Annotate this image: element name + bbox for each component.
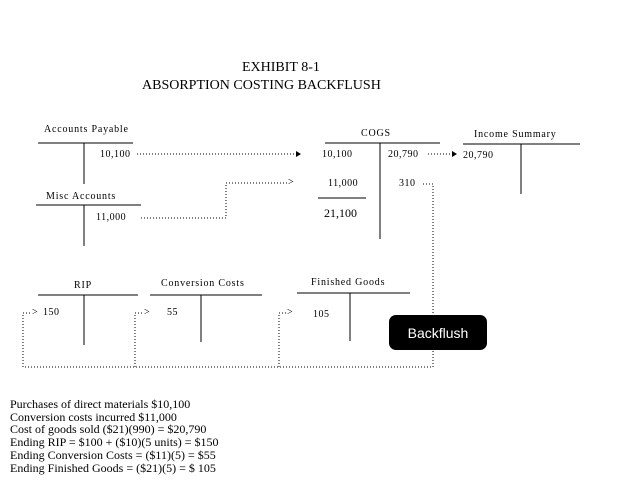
- cogs-debit-2: 11,000: [328, 178, 359, 189]
- note-line: Ending RIP = $100 + ($10)(5 units) = $15…: [10, 435, 219, 449]
- misc-accounts-credit: 11,000: [96, 212, 127, 223]
- finished-goods-debit: 105: [313, 309, 330, 320]
- rip-debit: 150: [43, 307, 60, 318]
- misc-accounts-label: Misc Accounts: [46, 191, 117, 202]
- accounts-payable-label: Accounts Payable: [44, 124, 129, 135]
- arrowhead-conversion-costs: >: [144, 307, 151, 318]
- arrowhead-rip: >: [32, 307, 39, 318]
- arrowhead-finished-goods: >: [287, 307, 294, 318]
- exhibit-title: ABSORPTION COSTING BACKFLUSH: [142, 78, 381, 93]
- arrowhead-income-summary: [452, 151, 457, 157]
- note-line: Purchases of direct materials $10,100: [10, 397, 191, 411]
- backflush-button[interactable]: Backflush: [389, 315, 487, 350]
- cogs-debit-1: 10,100: [322, 149, 353, 160]
- flow-backflush-to-finished-goods: [278, 312, 287, 367]
- flow-misc-to-cogs: [141, 182, 288, 219]
- rip-label: RIP: [74, 280, 92, 291]
- conversion-costs-label: Conversion Costs: [161, 278, 245, 289]
- flow-backflush-to-conversion: [134, 312, 144, 367]
- income-summary-label: Income Summary: [474, 129, 557, 140]
- arrowhead-misc-to-cogs: >: [288, 177, 295, 188]
- cogs-debit-total: 21,100: [324, 206, 357, 220]
- note-line: Ending Finished Goods = ($21)(5) = $ 105: [10, 461, 216, 475]
- note-line: Ending Conversion Costs = ($11)(5) = $55: [10, 448, 216, 462]
- exhibit-number: EXHIBIT 8-1: [242, 60, 320, 75]
- cogs-label: COGS: [361, 128, 391, 139]
- arrowhead-cogs: [296, 151, 301, 157]
- finished-goods-label: Finished Goods: [311, 277, 386, 288]
- cogs-credit-1: 20,790: [388, 149, 419, 160]
- accounts-payable-credit: 10,100: [100, 149, 131, 160]
- cogs-credit-2: 310: [399, 178, 416, 189]
- income-summary-debit: 20,790: [463, 150, 494, 161]
- note-line: Cost of goods sold ($21)(990) = $20,790: [10, 422, 207, 436]
- note-line: Conversion costs incurred $11,000: [10, 410, 177, 424]
- conversion-costs-debit: 55: [167, 307, 178, 318]
